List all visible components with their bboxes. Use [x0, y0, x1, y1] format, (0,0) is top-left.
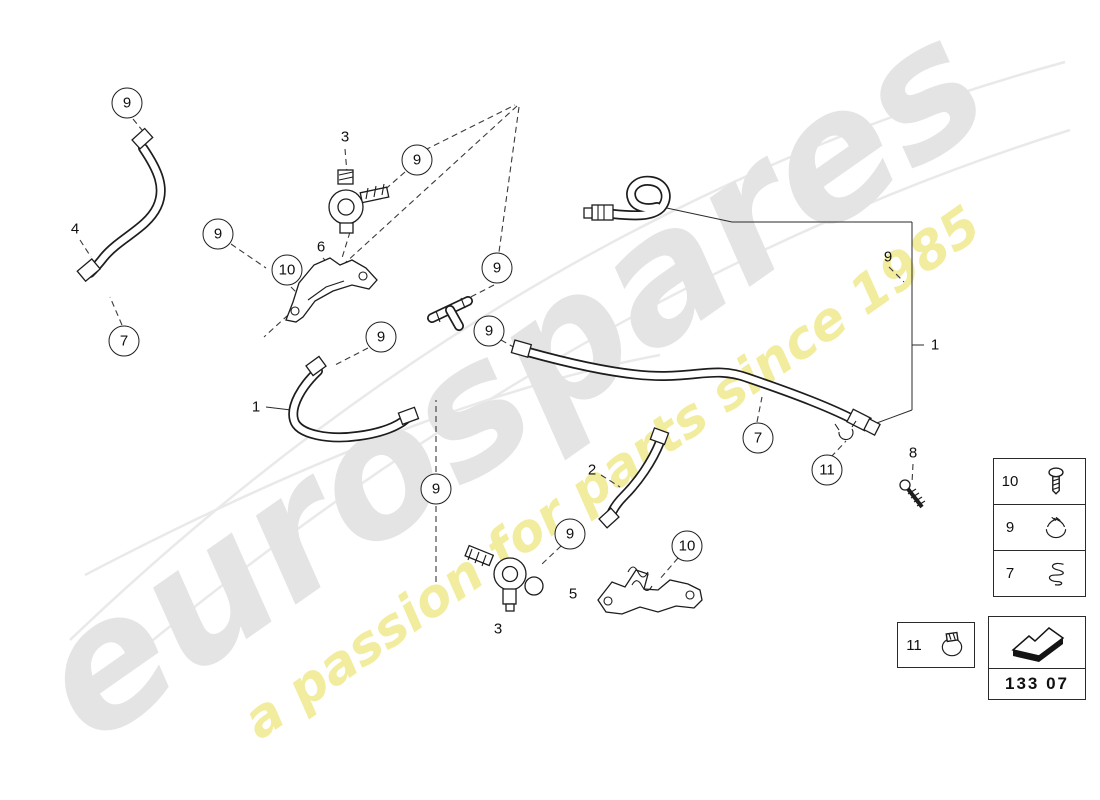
part-5-bracket: [597, 566, 703, 615]
callout-4[interactable]: 4: [70, 220, 80, 238]
callout-9[interactable]: 9: [202, 218, 234, 250]
part-3-purge-valve-bottom: [464, 544, 544, 612]
callout-9[interactable]: 9: [420, 473, 452, 505]
callout-9[interactable]: 9: [883, 248, 893, 266]
part-1-vacuum-pipe-left: [288, 355, 420, 443]
screw-icon: [1026, 466, 1085, 497]
part-1-vacuum-pipe-right: [510, 339, 881, 436]
callout-9[interactable]: 9: [365, 321, 397, 353]
part-hose-loop: [583, 175, 671, 221]
callout-5[interactable]: 5: [568, 585, 578, 603]
part-2-hose: [598, 427, 670, 529]
hose-clamp-icon: [930, 630, 974, 660]
callout-10[interactable]: 10: [271, 254, 303, 286]
part-t-connector: [427, 296, 473, 331]
callout-7[interactable]: 7: [742, 422, 774, 454]
legend-num-10: 10: [1001, 473, 1019, 490]
part-code: 133 07: [1005, 674, 1069, 693]
callout-11[interactable]: 11: [811, 454, 843, 486]
callout-6[interactable]: 6: [316, 238, 326, 256]
callout-9[interactable]: 9: [111, 87, 143, 119]
legend-item-10[interactable]: 10: [993, 458, 1086, 505]
part-11-clamp: [834, 420, 857, 441]
spring-clamp-icon: [1026, 515, 1085, 541]
callout-3[interactable]: 3: [340, 128, 350, 146]
reference-lines: [265, 206, 924, 425]
part-3-purge-valve-top: [328, 169, 390, 234]
legend-item-9[interactable]: 9: [993, 504, 1086, 551]
clip-icon: [1026, 560, 1085, 588]
legend-num-11: 11: [906, 636, 922, 654]
callout-1[interactable]: 1: [930, 336, 940, 354]
direction-arrow-icon: [989, 617, 1085, 669]
legend-item-11[interactable]: 11: [897, 622, 975, 668]
callout-8[interactable]: 8: [908, 444, 918, 462]
callout-9[interactable]: 9: [481, 252, 513, 284]
callout-2[interactable]: 2: [587, 461, 597, 479]
callout-3[interactable]: 3: [493, 620, 503, 638]
part-4-vacuum-hose: [76, 127, 166, 283]
legend-num-9: 9: [1005, 519, 1015, 536]
legend-num-7: 7: [1005, 565, 1015, 582]
callout-10[interactable]: 10: [671, 530, 703, 562]
legend-item-7[interactable]: 7: [993, 550, 1086, 597]
callout-9[interactable]: 9: [554, 518, 586, 550]
callout-7[interactable]: 7: [108, 325, 140, 357]
part-code-box: 133 07: [988, 616, 1086, 700]
part-8-screw: [899, 479, 926, 509]
part-6-bracket: [285, 257, 378, 323]
callout-9[interactable]: 9: [401, 144, 433, 176]
callout-9[interactable]: 9: [473, 315, 505, 347]
callout-1[interactable]: 1: [251, 398, 261, 416]
